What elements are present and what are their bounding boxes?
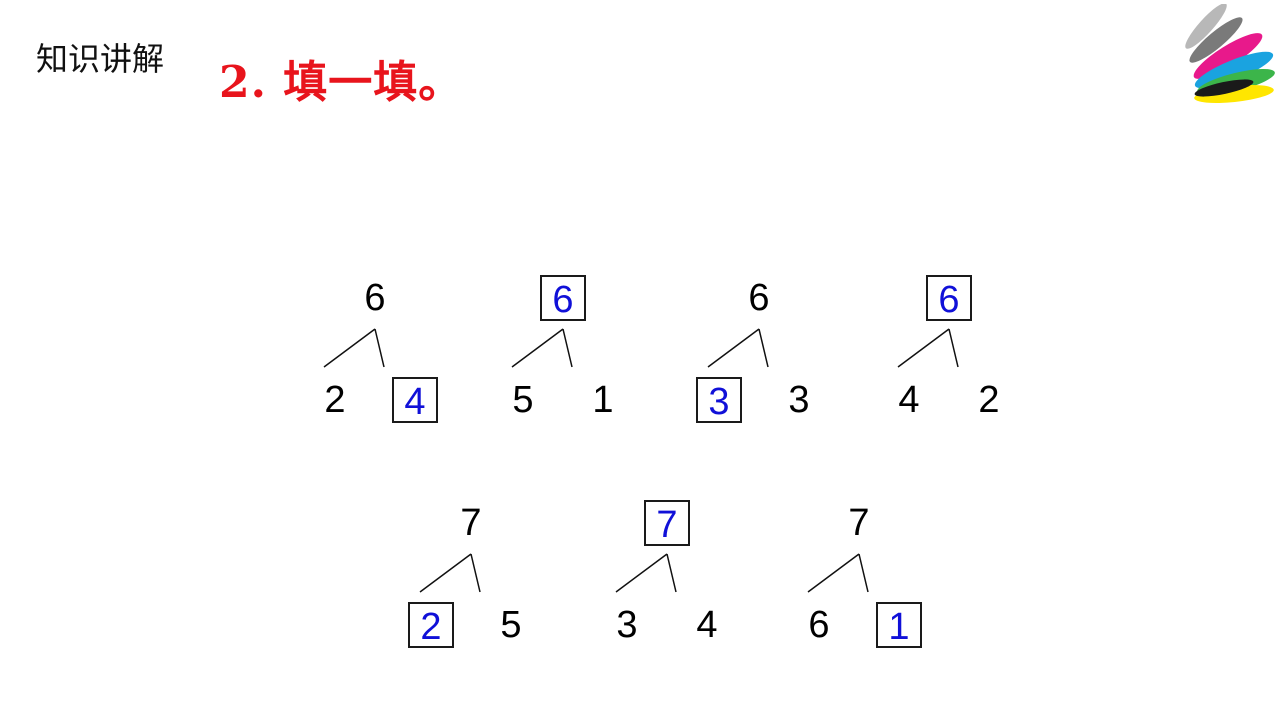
bond-number-left: 4 xyxy=(898,379,920,421)
answer-box-top: 6 xyxy=(926,275,972,321)
answer-box-left: 2 xyxy=(408,602,454,648)
number-bond-2: 6 5 1 xyxy=(498,275,628,435)
number-bond-1: 6 2 4 xyxy=(310,275,440,435)
bond-number-right: 1 xyxy=(592,379,614,421)
slide-title: 2. 填一填。 xyxy=(219,57,464,108)
section-label: 知识讲解 xyxy=(36,40,165,78)
number-bond-4: 6 4 2 xyxy=(884,275,1014,435)
bond-number-right: 5 xyxy=(500,604,522,646)
bond-number-right: 3 xyxy=(788,379,810,421)
bond-number-top: 6 xyxy=(748,277,770,319)
number-bond-3: 6 3 3 xyxy=(694,275,824,435)
bond-number-left: 5 xyxy=(512,379,534,421)
answer-box-left: 3 xyxy=(696,377,742,423)
bond-number-top: 6 xyxy=(364,277,386,319)
answer-box-top: 6 xyxy=(540,275,586,321)
bond-number-left: 3 xyxy=(616,604,638,646)
answer-box-top: 7 xyxy=(644,500,690,546)
bond-number-left: 6 xyxy=(808,604,830,646)
number-bond-5: 7 2 5 xyxy=(406,500,536,660)
bond-number-left: 2 xyxy=(324,379,346,421)
answer-box-right: 1 xyxy=(876,602,922,648)
number-bond-6: 7 3 4 xyxy=(602,500,732,660)
bond-number-right: 4 xyxy=(696,604,718,646)
brand-logo-icon xyxy=(1185,4,1275,103)
bond-number-top: 7 xyxy=(460,502,482,544)
bond-number-top: 7 xyxy=(848,502,870,544)
number-bond-7: 7 6 1 xyxy=(794,500,924,660)
answer-box-right: 4 xyxy=(392,377,438,423)
bond-number-right: 2 xyxy=(978,379,1000,421)
